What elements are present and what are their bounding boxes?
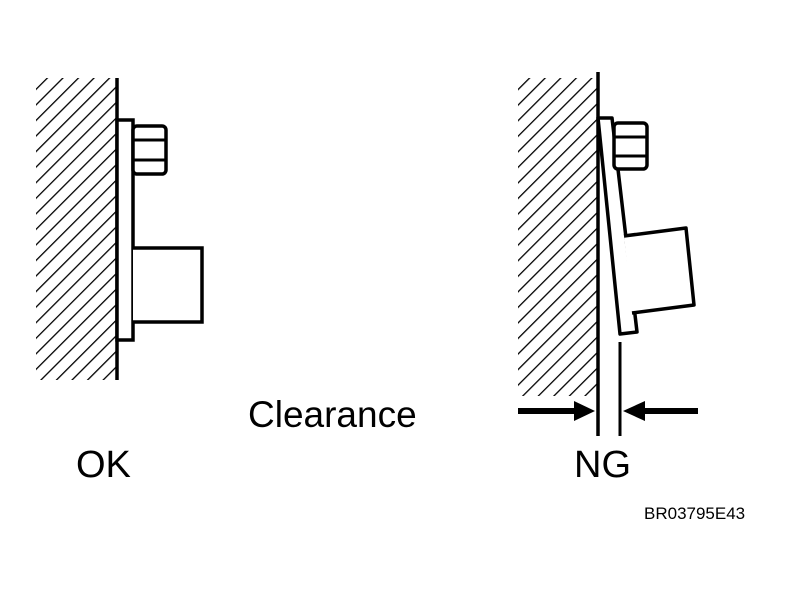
- clearance-arrow-right: [623, 401, 698, 421]
- ok-assembly: [36, 78, 204, 380]
- ng-sensor-body: [623, 226, 696, 315]
- ok-bolt: [131, 124, 168, 176]
- figure-code: BR03795E43: [644, 504, 746, 523]
- clearance-label: Clearance: [248, 394, 417, 435]
- ok-sensor-body: [133, 246, 204, 324]
- ng-bolt: [612, 121, 649, 171]
- ng-plate: [596, 116, 639, 336]
- ok-label: OK: [76, 444, 131, 486]
- ng-wall-hatch: [518, 78, 598, 396]
- ok-wall-hatch: [36, 78, 117, 380]
- ng-label: NG: [574, 444, 631, 486]
- ng-assembly: [518, 72, 698, 436]
- ok-plate: [115, 118, 135, 342]
- clearance-arrow-left: [518, 401, 595, 421]
